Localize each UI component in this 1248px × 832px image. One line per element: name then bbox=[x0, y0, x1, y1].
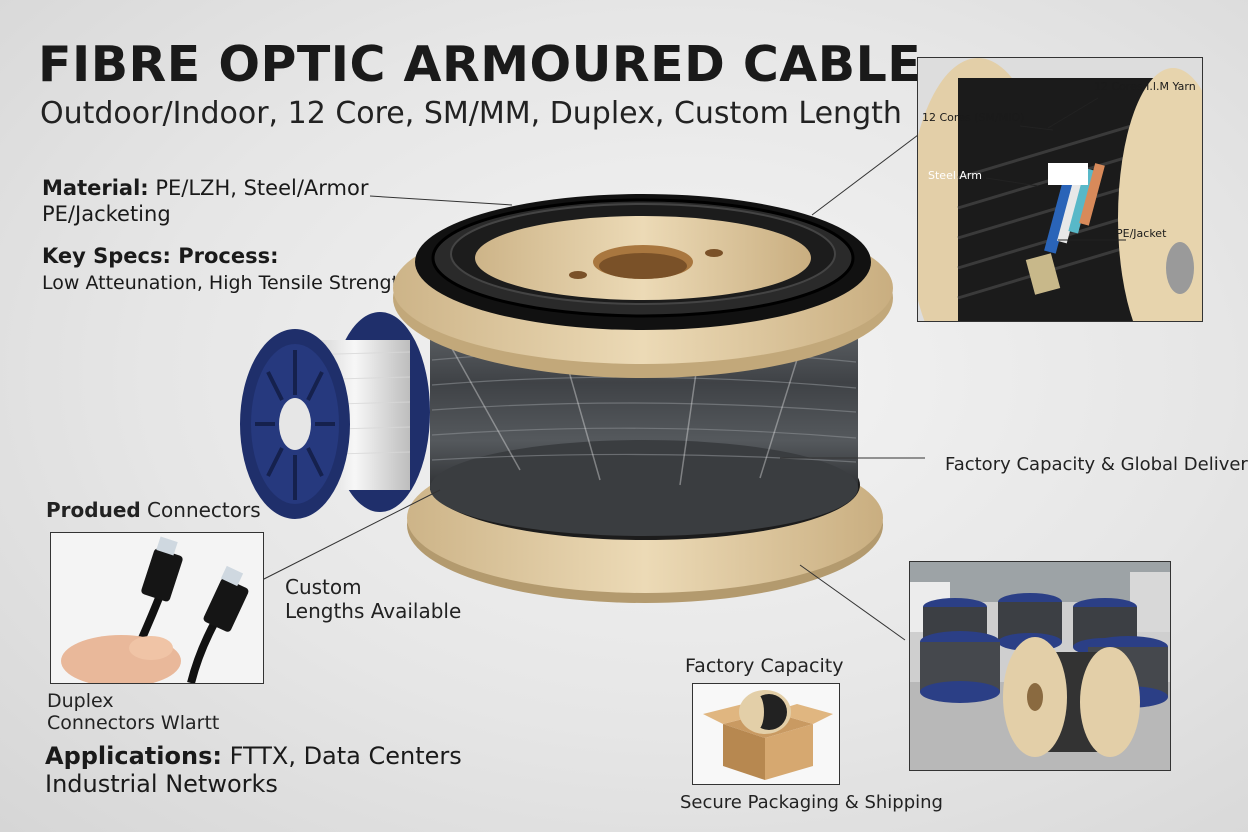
applications-value-1: FTTX, Data Centers bbox=[221, 742, 462, 770]
armor-label: Steel Arm bbox=[928, 169, 982, 182]
cross-section-image bbox=[918, 58, 1202, 321]
applications-label: Applications: bbox=[45, 742, 222, 770]
keyspecs-label: Key Specs: Process: bbox=[42, 244, 279, 268]
applications-spec: Applications: FTTX, Data Centers Industr… bbox=[45, 742, 462, 798]
custom-lengths-callout: Custom Lengths Available bbox=[285, 575, 461, 623]
connectors-heading: Produed Connectors bbox=[46, 498, 261, 522]
custom-lengths-1: Custom bbox=[285, 575, 362, 599]
material-value: PE/LZH, Steel/Armor bbox=[148, 176, 369, 200]
connectors-caption-2: Connectors Wlartt bbox=[47, 712, 220, 734]
cross-section-inset: 12 Cores I.l.M Yarn 12 Cores (SM/MIO) St… bbox=[917, 57, 1203, 322]
yarn-label: 12 Cores I.l.M Yarn bbox=[1094, 80, 1196, 93]
connectors-heading-bold: Produed bbox=[46, 498, 141, 522]
jacket-label: PE/Jacket bbox=[1116, 227, 1167, 240]
page-subtitle: Outdoor/Indoor, 12 Core, SM/MM, Duplex, … bbox=[40, 96, 902, 131]
connectors-photo bbox=[50, 532, 264, 684]
box-image bbox=[693, 684, 839, 784]
material-spec: Material: PE/LZH, Steel/Armor PE/Jacketi… bbox=[42, 175, 368, 227]
connectors-caption: Duplex Connectors Wlartt bbox=[47, 690, 219, 734]
factory-global-callout: Factory Capacity & Global Delivery bbox=[945, 454, 1248, 475]
applications-value-2: Industrial Networks bbox=[45, 770, 278, 798]
warehouse-image bbox=[910, 562, 1170, 770]
keyspecs-spec: Key Specs: Process: bbox=[42, 243, 278, 269]
material-label: Material: bbox=[42, 176, 149, 200]
packaging-caption: Secure Packaging & Shipping bbox=[680, 792, 943, 813]
connector-image bbox=[51, 533, 263, 683]
material-value-2: PE/Jacketing bbox=[42, 202, 171, 226]
connectors-heading-rest: Connectors bbox=[140, 498, 261, 522]
packaging-photo bbox=[692, 683, 840, 785]
connectors-caption-1: Duplex bbox=[47, 690, 114, 712]
page-title: FIBRE OPTIC ARMOURED CABLE bbox=[38, 36, 922, 93]
keyspecs-value: Low Atteunation, High Tensile Strength bbox=[42, 272, 412, 294]
factory-capacity-label: Factory Capacity bbox=[685, 655, 844, 677]
warehouse-photo bbox=[909, 561, 1171, 771]
small-spool bbox=[240, 312, 430, 519]
custom-lengths-2: Lengths Available bbox=[285, 599, 462, 623]
cores-label: 12 Cores (SM/MIO) bbox=[922, 111, 1025, 124]
